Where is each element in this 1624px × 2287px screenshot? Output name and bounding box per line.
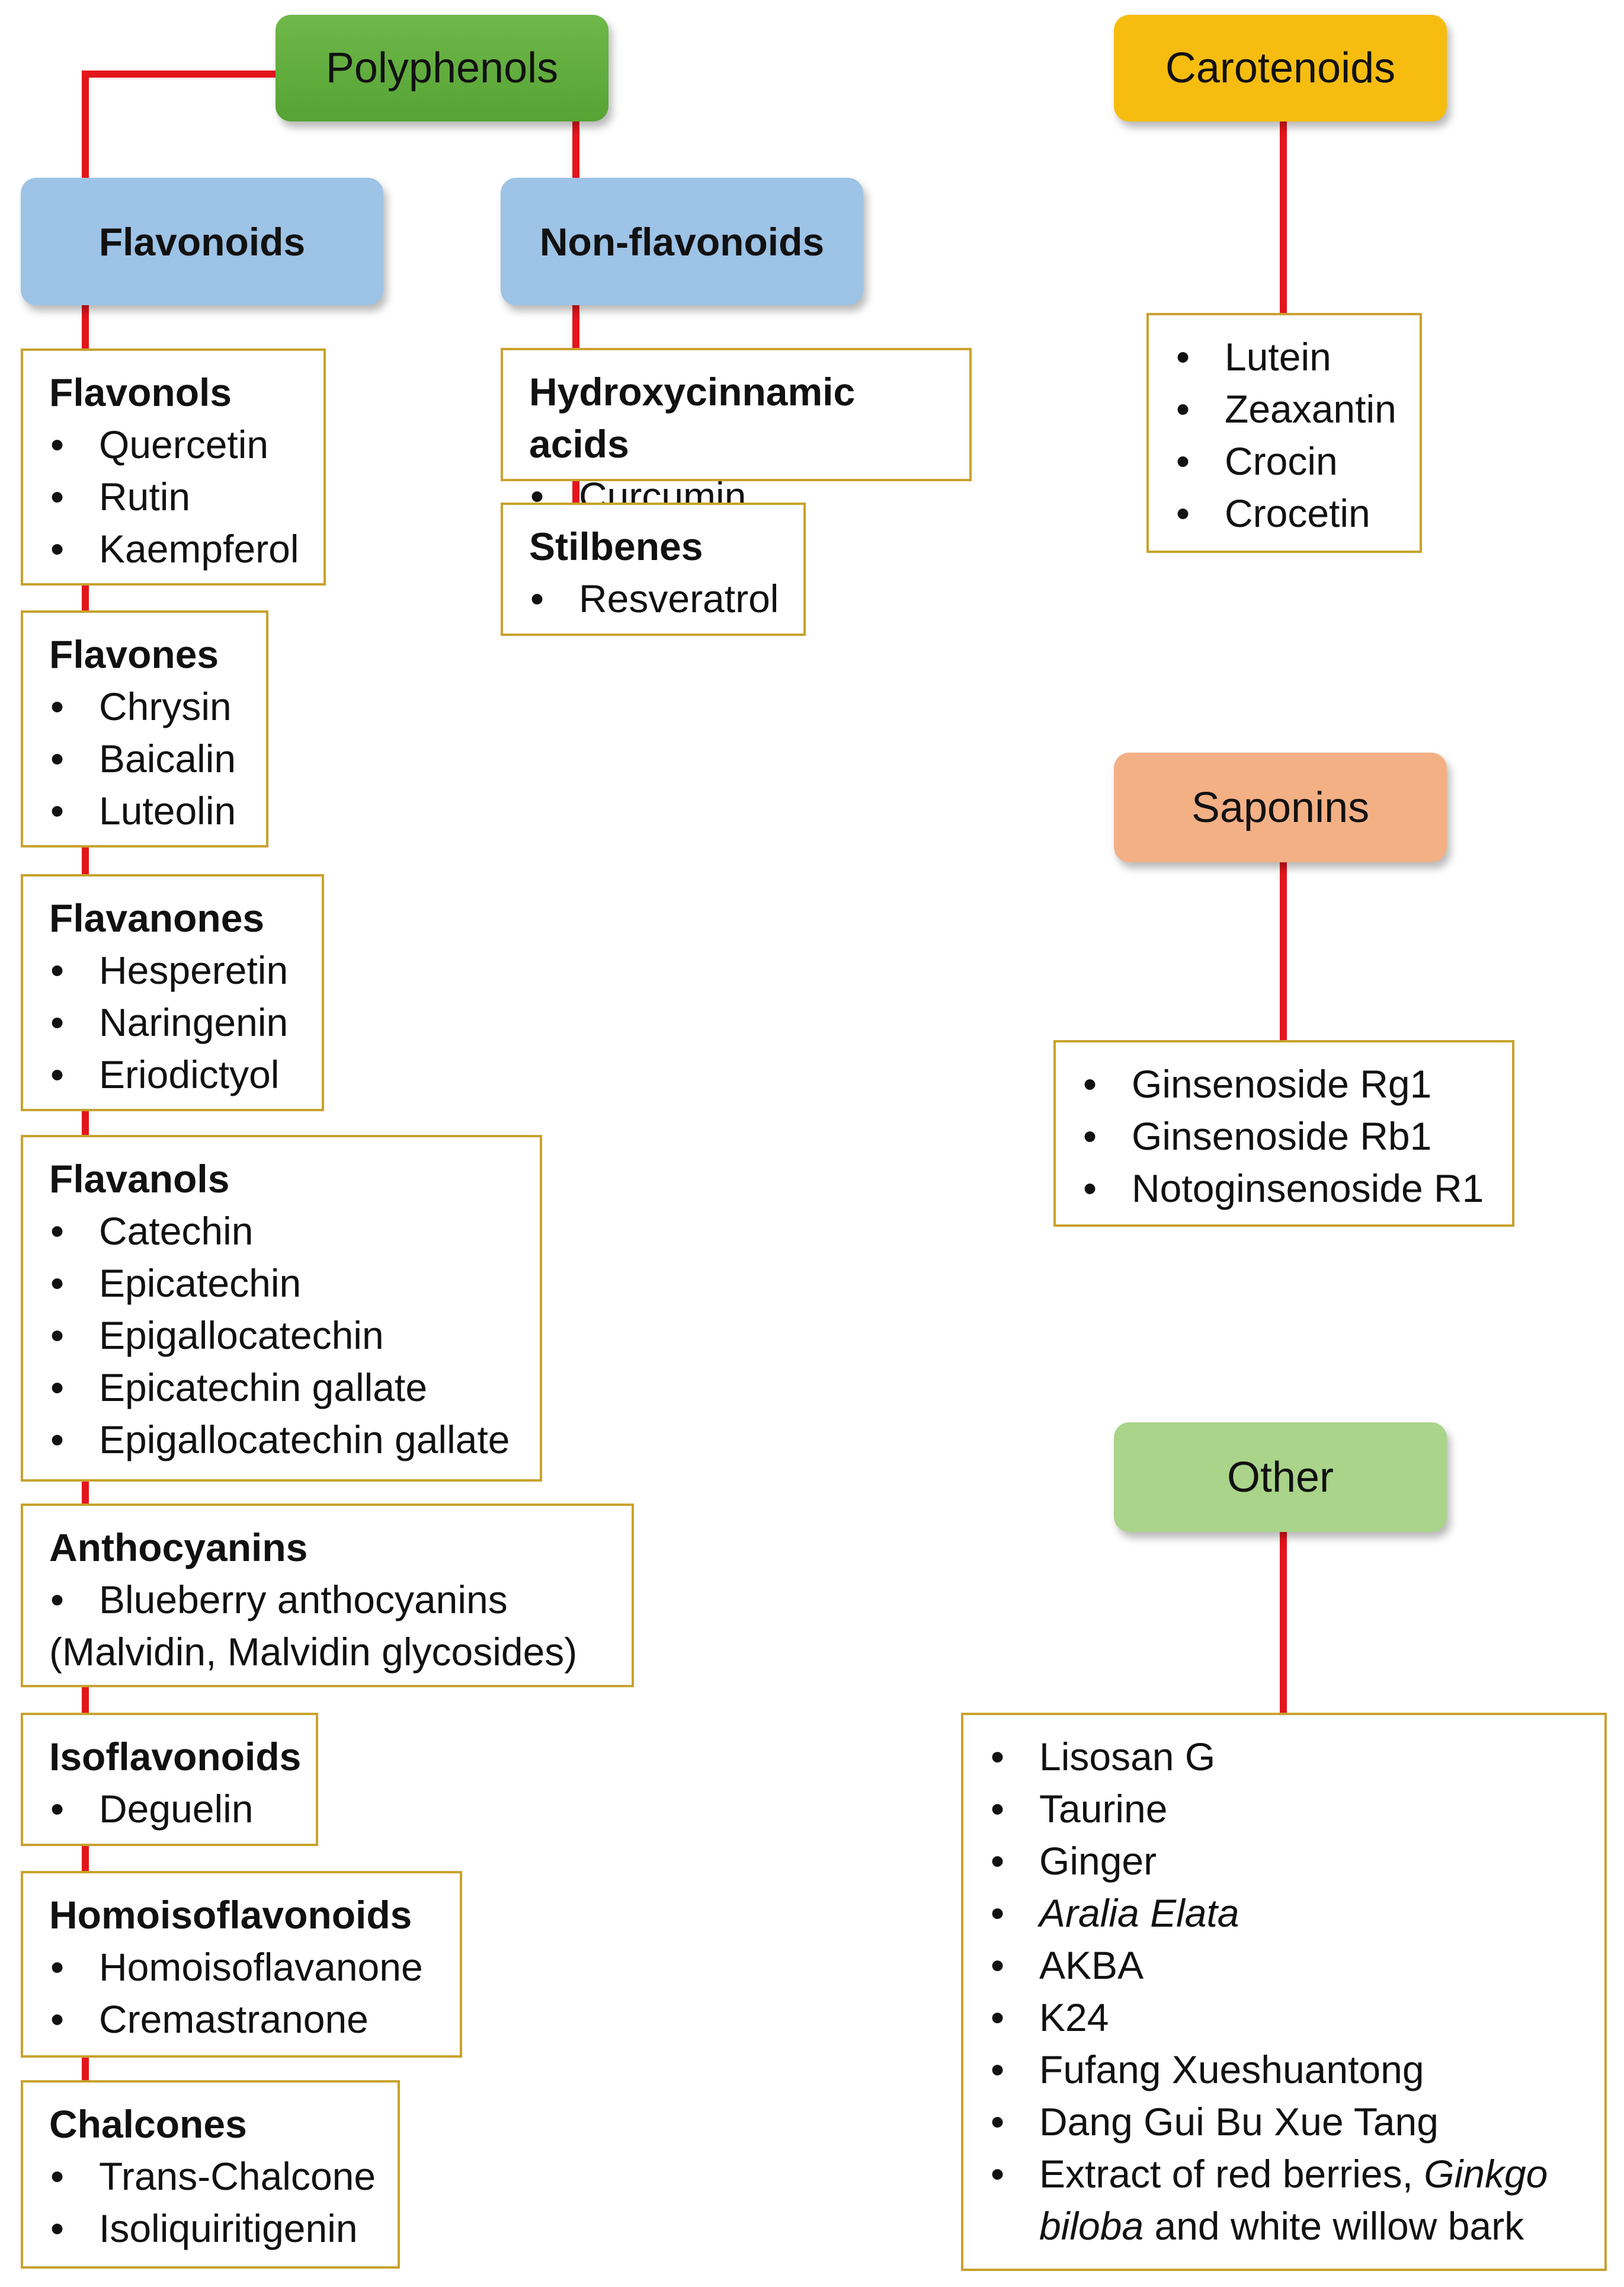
list-item: Resveratrol — [529, 572, 780, 625]
other-list-box: Lisosan G Taurine Ginger Aralia Elata AK… — [961, 1713, 1607, 2271]
list-item: Kaempferol — [49, 523, 300, 575]
list-item: Hesperetin — [49, 944, 298, 996]
list-item: Ginsenoside Rb1 — [1082, 1110, 1488, 1162]
flavanones-box: Flavanones Hesperetin Naringenin Eriodic… — [21, 874, 324, 1111]
list-item: Lutein — [1175, 331, 1396, 383]
list-item: Chrysin — [49, 680, 242, 733]
group-title: Isoflavonoids — [49, 1735, 302, 1779]
list-item: Dang Gui Bu Xue Tang — [989, 2096, 1581, 2148]
list-item: Epigallocatechin — [49, 1309, 516, 1361]
list-item: Cremastranone — [49, 1993, 436, 2045]
list-item: Aralia Elata — [989, 1887, 1581, 1939]
group-title: Flavanones — [49, 896, 265, 940]
connector-carotenoids — [1280, 121, 1287, 320]
group-title: Flavonols — [49, 370, 232, 414]
isoflavonoids-box: Isoflavonoids Deguelin — [21, 1713, 318, 1846]
list-item: Homoisoflavanone — [49, 1941, 436, 1993]
flavones-box: Flavones Chrysin Baicalin Luteolin — [21, 610, 268, 847]
stilbenes-box: Stilbenes Resveratrol — [501, 503, 806, 636]
list-item: K24 — [989, 1991, 1581, 2043]
group-title: Homoisoflavonoids — [49, 1893, 412, 1937]
saponins-header: Saponins — [1114, 753, 1447, 862]
italic-species-name: Ginkgo biloba — [1039, 2152, 1548, 2248]
list-item: Epicatechin gallate — [49, 1361, 516, 1413]
anthocyanins-box: Anthocyanins Blueberry anthocyanins (Mal… — [21, 1504, 634, 1687]
list-item: Quercetin — [49, 418, 300, 471]
homoisoflavonoids-box: Homoisoflavonoids Homoisoflavanone Crema… — [21, 1871, 462, 2058]
connector-polyphenols-flavonoids-v — [82, 71, 89, 183]
italic-species-name: Aralia Elata — [1039, 1891, 1239, 1935]
connector-polyphenols-nonflavonoids — [572, 121, 579, 181]
carotenoids-list-box: Lutein Zeaxantin Crocin Crocetin — [1146, 313, 1422, 553]
list-item: Extract of red berries, Ginkgo biloba an… — [989, 2148, 1581, 2252]
list-item: Catechin — [49, 1205, 516, 1257]
list-item-text: and white willow bark — [1143, 2204, 1524, 2248]
flavanols-box: Flavanols Catechin Epicatechin Epigalloc… — [21, 1135, 542, 1482]
other-label: Other — [1226, 1453, 1334, 1501]
carotenoids-header: Carotenoids — [1114, 15, 1447, 121]
list-item: Epicatechin — [49, 1257, 516, 1309]
list-item: Epigallocatechin gallate — [49, 1413, 516, 1466]
polyphenols-header: Polyphenols — [276, 15, 608, 121]
list-item: Crocetin — [1175, 487, 1396, 539]
list-item: Zeaxantin — [1175, 383, 1396, 435]
flavonoids-label: Flavonoids — [98, 219, 306, 264]
list-item: Lisosan G — [989, 1731, 1581, 1783]
saponins-list-box: Ginsenoside Rg1 Ginsenoside Rb1 Notogins… — [1053, 1040, 1514, 1227]
list-item: Baicalin — [49, 733, 242, 785]
non-flavonoids-header: Non-flavonoids — [501, 178, 863, 305]
list-item: Blueberry anthocyanins — [49, 1573, 608, 1626]
group-title: Hydroxycinnamic acids — [529, 370, 856, 466]
connector-saponins — [1280, 859, 1287, 1046]
non-flavonoids-label: Non-flavonoids — [539, 219, 825, 264]
connector-polyphenols-flavonoids-h — [82, 71, 277, 78]
list-item: Naringenin — [49, 996, 298, 1048]
flavonoids-header: Flavonoids — [21, 178, 383, 305]
hydroxycinnamic-acids-box: Hydroxycinnamic acids Curcumin — [501, 348, 972, 522]
saponins-label: Saponins — [1191, 783, 1370, 831]
list-item: Isoliquiritigenin — [49, 2202, 374, 2254]
chalcones-box: Chalcones Trans-Chalcone Isoliquiritigen… — [21, 2080, 400, 2269]
flavonols-box: Flavonols Quercetin Rutin Kaempferol — [21, 348, 326, 586]
connector-other — [1280, 1529, 1287, 1713]
group-title: Stilbenes — [529, 524, 703, 568]
other-header: Other — [1114, 1422, 1447, 1532]
list-item: Trans-Chalcone — [49, 2150, 376, 2202]
group-title: Flavanols — [49, 1157, 230, 1201]
polyphenols-label: Polyphenols — [325, 44, 559, 92]
list-item: Notoginsenoside R1 — [1082, 1162, 1488, 1214]
list-item: Eriodictyol — [49, 1048, 298, 1101]
list-item: Ginger — [989, 1835, 1581, 1887]
group-title: Chalcones — [49, 2102, 247, 2146]
list-item: Taurine — [989, 1783, 1581, 1835]
list-item: Fufang Xueshuantong — [989, 2043, 1581, 2096]
list-item: Luteolin — [49, 785, 242, 837]
list-item: AKBA — [989, 1939, 1581, 1991]
list-item: Ginsenoside Rg1 — [1082, 1058, 1488, 1110]
list-item-continuation: (Malvidin, Malvidin glycosides) — [49, 1630, 578, 1674]
carotenoids-label: Carotenoids — [1165, 44, 1396, 92]
list-item: Deguelin — [49, 1783, 292, 1835]
list-item-text: Extract of red berries, — [1039, 2152, 1424, 2196]
group-title: Anthocyanins — [49, 1525, 308, 1569]
group-title: Flavones — [49, 632, 219, 676]
list-item: Rutin — [49, 471, 300, 523]
list-item: Crocin — [1175, 435, 1396, 487]
